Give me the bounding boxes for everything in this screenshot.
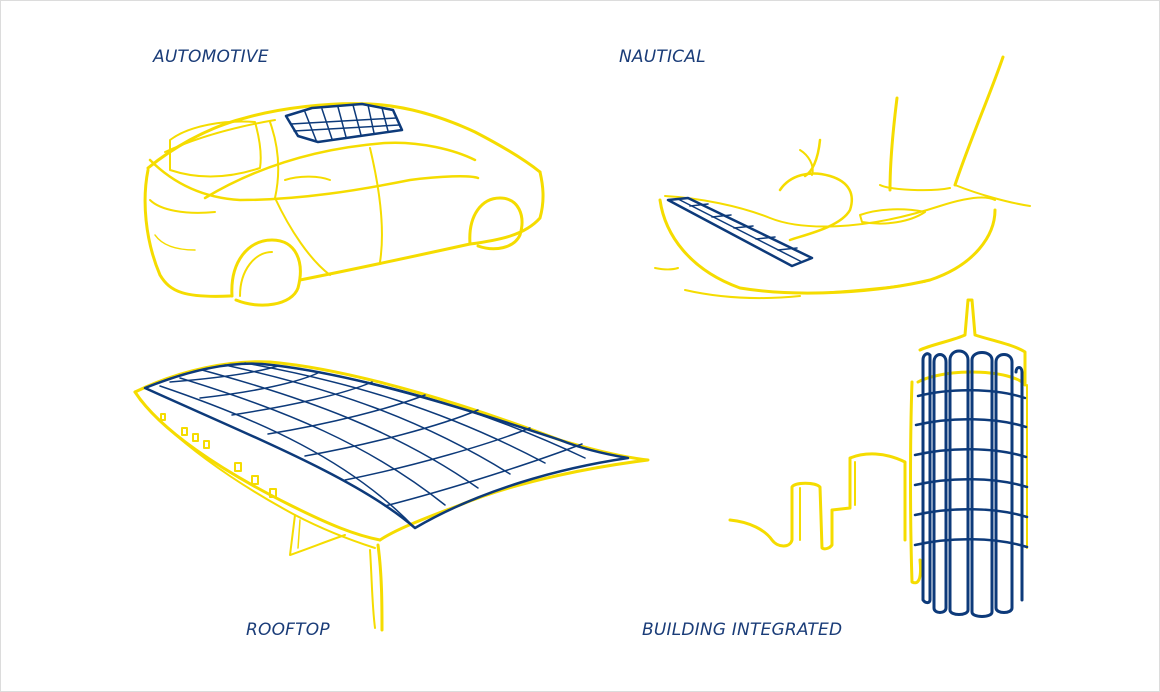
- label-rooftop: ROOFTOP: [246, 620, 330, 640]
- boat-illustration: [654, 55, 1031, 299]
- car-illustration: [143, 102, 545, 307]
- building-illustration: [728, 298, 1029, 618]
- carport-solar-grid: [143, 362, 630, 530]
- carport-illustration: [133, 360, 650, 632]
- car-solar-panel: [284, 102, 404, 144]
- label-automotive: AUTOMOTIVE: [153, 47, 269, 67]
- facade-solar-panels: [913, 349, 1029, 618]
- boat-solar-panel: [666, 196, 814, 268]
- label-nautical: NAUTICAL: [619, 47, 706, 67]
- label-building-integrated: BUILDING INTEGRATED: [642, 620, 843, 640]
